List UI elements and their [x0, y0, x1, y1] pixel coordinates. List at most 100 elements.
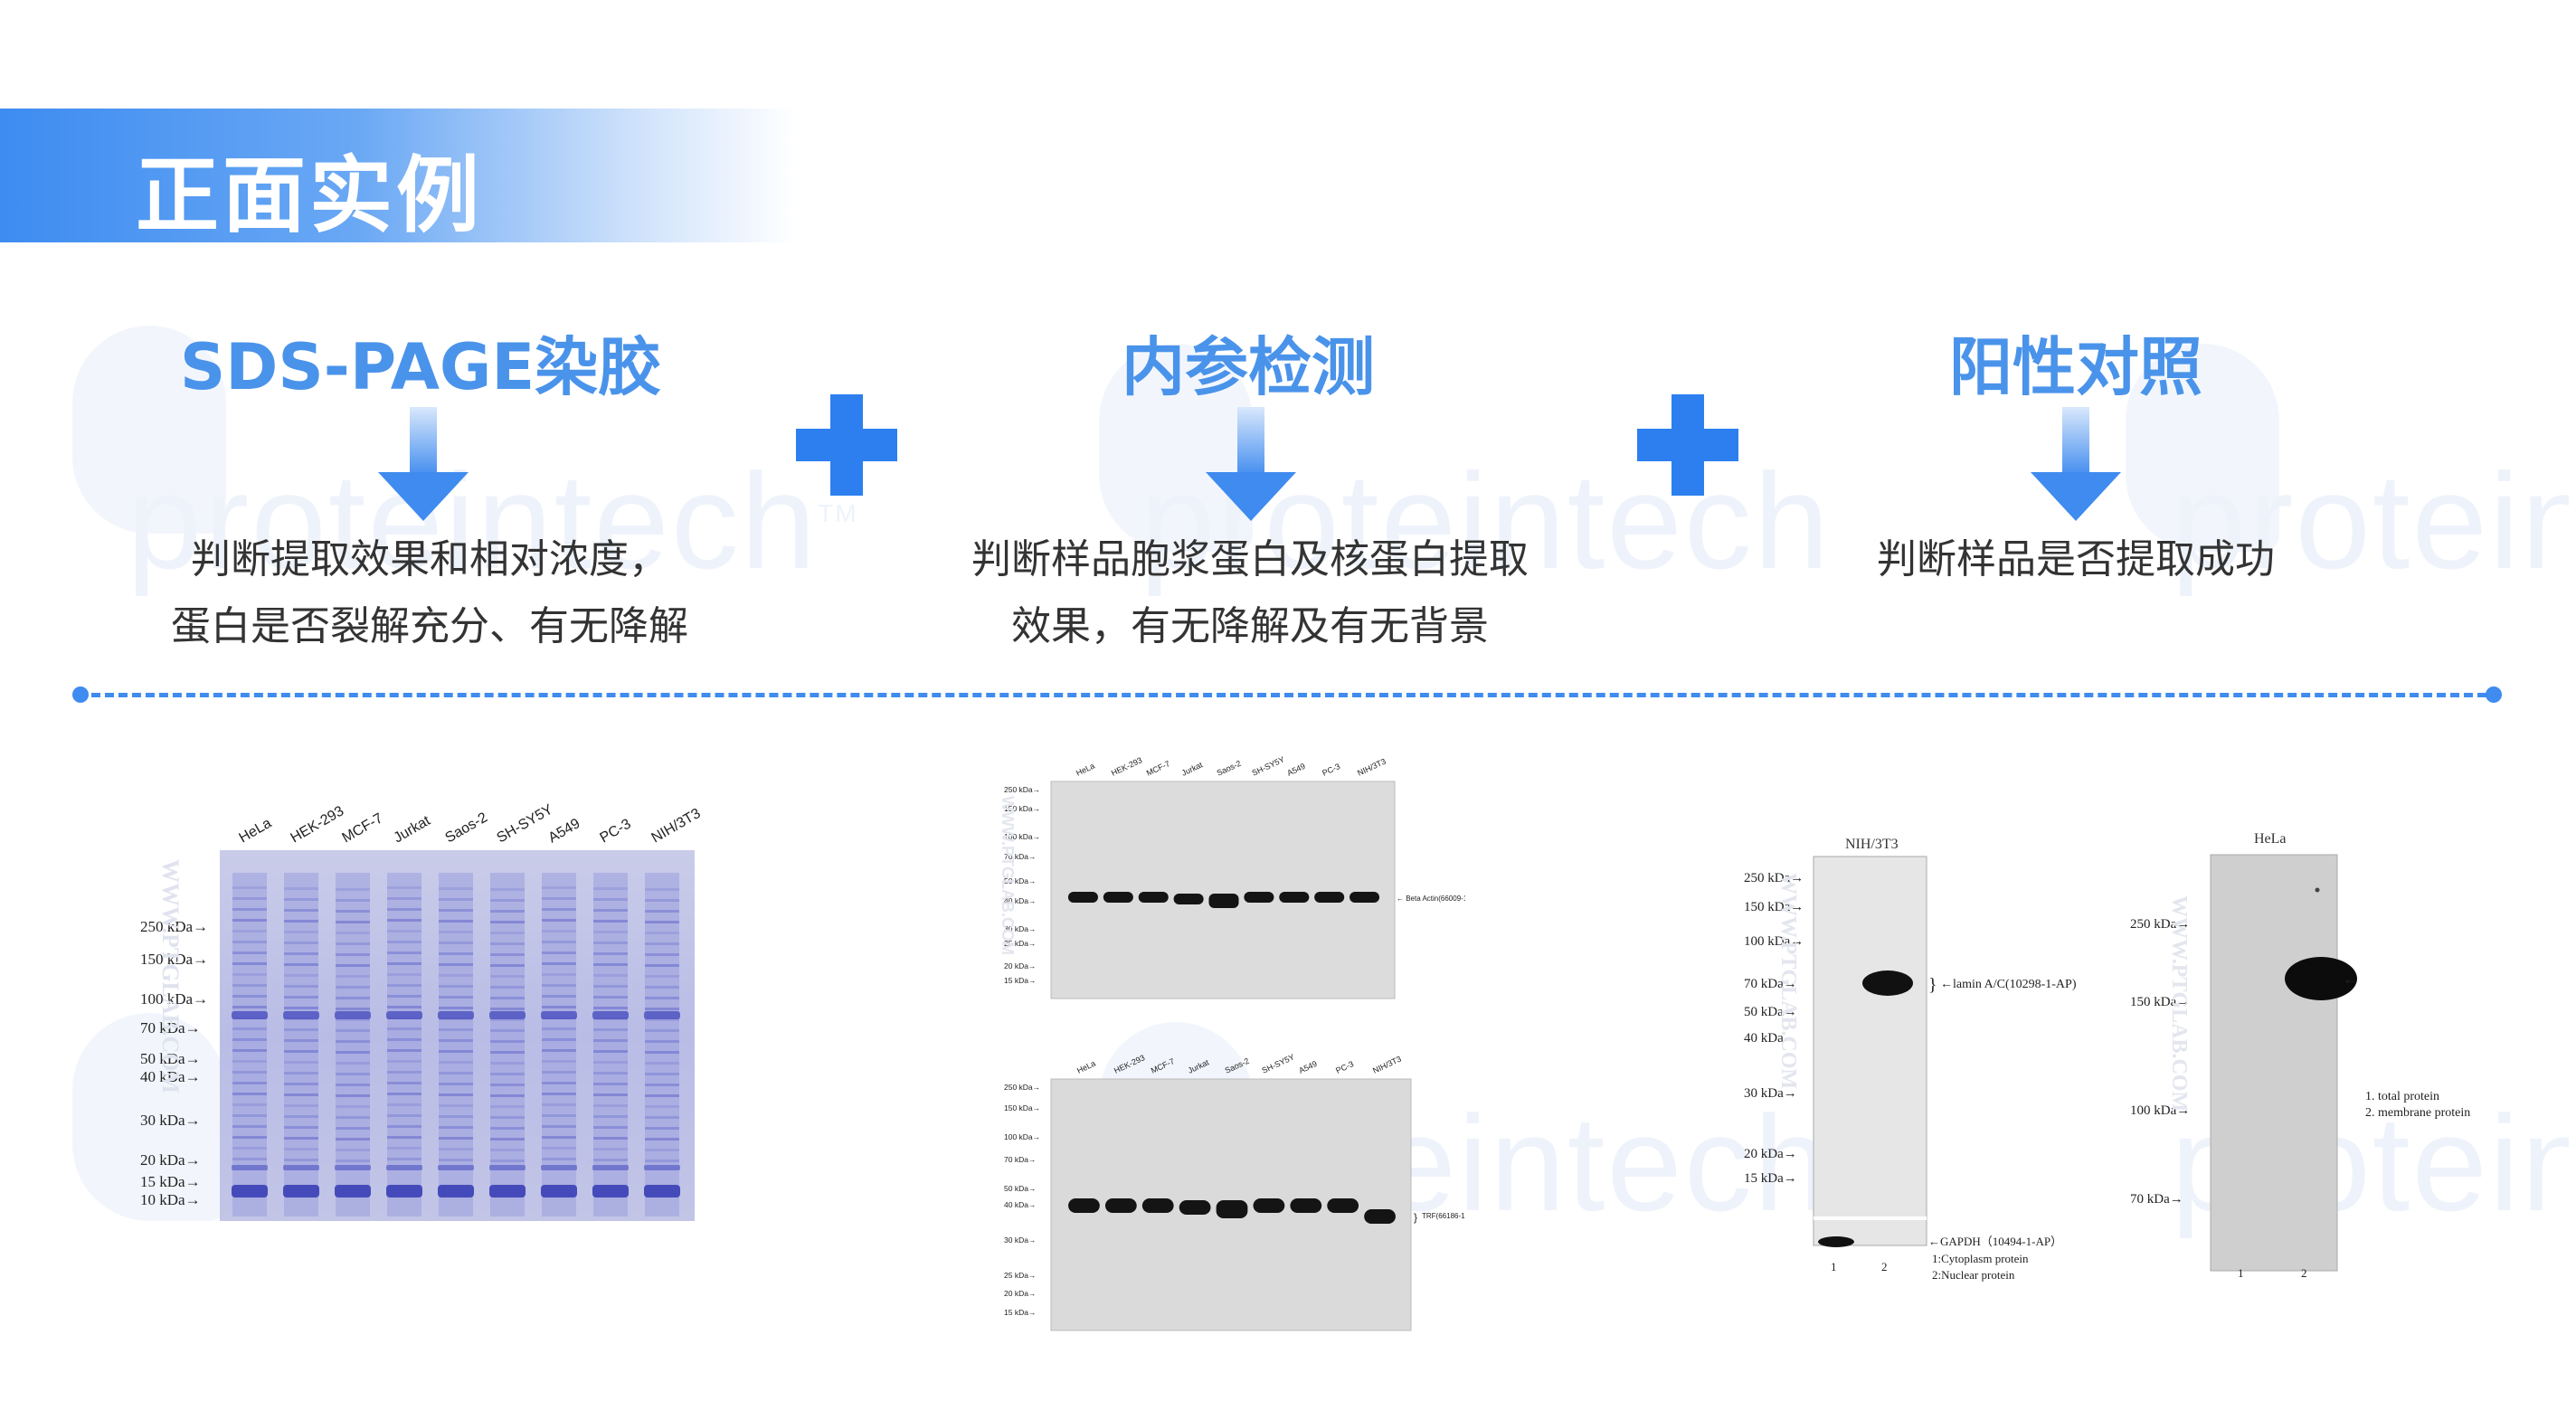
gel-band [284, 985, 318, 988]
lane-label: Saos-2 [443, 809, 490, 846]
gel-band [336, 1138, 370, 1141]
gel-band [336, 1149, 370, 1151]
marker-label: 150 kDa→ [1004, 804, 1040, 813]
lane-label: NIH/3T3 [1356, 757, 1387, 778]
column-title-sds-page: SDS-PAGE染胶 [179, 330, 662, 404]
gel-band [593, 996, 628, 999]
gel-band [644, 1185, 680, 1197]
wb-band [1327, 1198, 1359, 1213]
marker-label: 50 kDa→ [1744, 1005, 1797, 1019]
lane-label: HEK-293 [289, 803, 347, 846]
gel-band [232, 1027, 267, 1030]
band-label-gapdh: ←GAPDH（10494-1-AP） [1928, 1235, 2062, 1248]
gel-band [439, 1115, 473, 1118]
lane-label: A549 [546, 816, 583, 846]
positive-control-hela-figure: HeLa ← 1. total protein 2. membrane prot… [2130, 831, 2470, 1280]
gel-band [439, 996, 473, 999]
marker-label: 30 kDa→ [1744, 1086, 1797, 1101]
gel-band [387, 1060, 421, 1063]
column-title-positive-control: 阳性对照 [1949, 330, 2202, 404]
gel-band [439, 1104, 473, 1107]
gel-band [387, 1082, 421, 1084]
gel-band [592, 1011, 629, 1019]
gel-band [232, 1158, 267, 1160]
lane-number: 1 [2238, 1266, 2244, 1280]
gel-band [645, 910, 679, 913]
gel-band [542, 995, 576, 998]
gel-band [284, 1115, 318, 1118]
marker-label: 15 kDa→ [140, 1173, 201, 1190]
gel-band [336, 953, 370, 956]
gel-band [542, 930, 576, 932]
gel-band [542, 908, 576, 911]
gel-band [593, 1083, 628, 1085]
gel-band [542, 1093, 576, 1095]
gel-band [490, 1160, 525, 1162]
wb-band [1208, 894, 1239, 908]
watermark-logo-shape [72, 326, 226, 534]
gel-band [284, 1137, 318, 1140]
gel-band [542, 919, 576, 922]
lane-label: PC-3 [1321, 762, 1341, 778]
legend-line: 2. membrane protein [2365, 1106, 2470, 1120]
marker-label: 25 kDa→ [1004, 939, 1036, 948]
gel-band [645, 953, 679, 956]
marker-label: 40 kDa→ [1004, 896, 1036, 905]
marker-label: 40 kDa→ [1004, 1200, 1036, 1209]
gel-band [387, 897, 421, 900]
gel-band [284, 931, 318, 933]
gel-band [387, 930, 421, 932]
column-title-loading-control: 内参检测 [1122, 330, 1375, 404]
gel-band [284, 1083, 318, 1085]
gel-band [439, 1126, 473, 1129]
gel-band [232, 1125, 267, 1128]
gel-band [489, 1011, 526, 1019]
column-description-loading-control: 判断样品胞浆蛋白及核蛋白提取效果，有无降解及有无背景 [971, 536, 1529, 649]
gel-band [336, 964, 370, 967]
gel-band [284, 996, 318, 999]
gel-band [232, 1060, 267, 1063]
gel-band [438, 1165, 474, 1170]
gel-band [542, 1147, 576, 1150]
gel-band [593, 1039, 628, 1042]
gel-band [439, 1028, 473, 1031]
marker-label: 150 kDa→ [2130, 995, 2190, 1009]
marker-label: 50 kDa→ [1004, 1184, 1036, 1193]
gel-band [232, 995, 267, 998]
lane-label: SH-SY5Y [1251, 754, 1286, 777]
svg-text:}: } [1414, 1211, 1417, 1224]
marker-label: 70 kDa→ [2130, 1192, 2183, 1207]
gel-band [387, 919, 421, 922]
gel-band [439, 1039, 473, 1042]
gel-band [645, 1138, 679, 1141]
gel-band [284, 920, 318, 923]
wb-band [1290, 1198, 1322, 1213]
gel-band [284, 942, 318, 944]
gel-band [645, 1040, 679, 1043]
gel-band [387, 951, 421, 954]
lane-label: A549 [1297, 1059, 1318, 1075]
gel-band [336, 1051, 370, 1054]
wb-band [1179, 1200, 1211, 1215]
gel-band [232, 1136, 267, 1139]
gel-band [645, 1018, 679, 1021]
gel-band [387, 1006, 421, 1008]
marker-label: 100 kDa→ [1004, 1132, 1040, 1141]
marker-label: 150 kDa→ [1744, 900, 1804, 914]
gel-band [541, 1011, 577, 1019]
gel-band [284, 1093, 318, 1096]
lane-label: PC-3 [1334, 1059, 1355, 1075]
lane-label: HEK-293 [1113, 1053, 1146, 1075]
gel-band [490, 888, 525, 891]
gel-band [387, 1103, 421, 1106]
gel-band [336, 1008, 370, 1010]
marker-label: 15 kDa→ [1004, 1308, 1036, 1317]
gel-band [593, 898, 628, 901]
gel-band [336, 997, 370, 999]
gel-band [232, 984, 267, 987]
gel-band [284, 1126, 318, 1129]
gel-band [336, 932, 370, 934]
gel-lane [336, 873, 370, 1216]
lane-label: Jurkat [1180, 760, 1205, 778]
gel-band [490, 1018, 525, 1021]
